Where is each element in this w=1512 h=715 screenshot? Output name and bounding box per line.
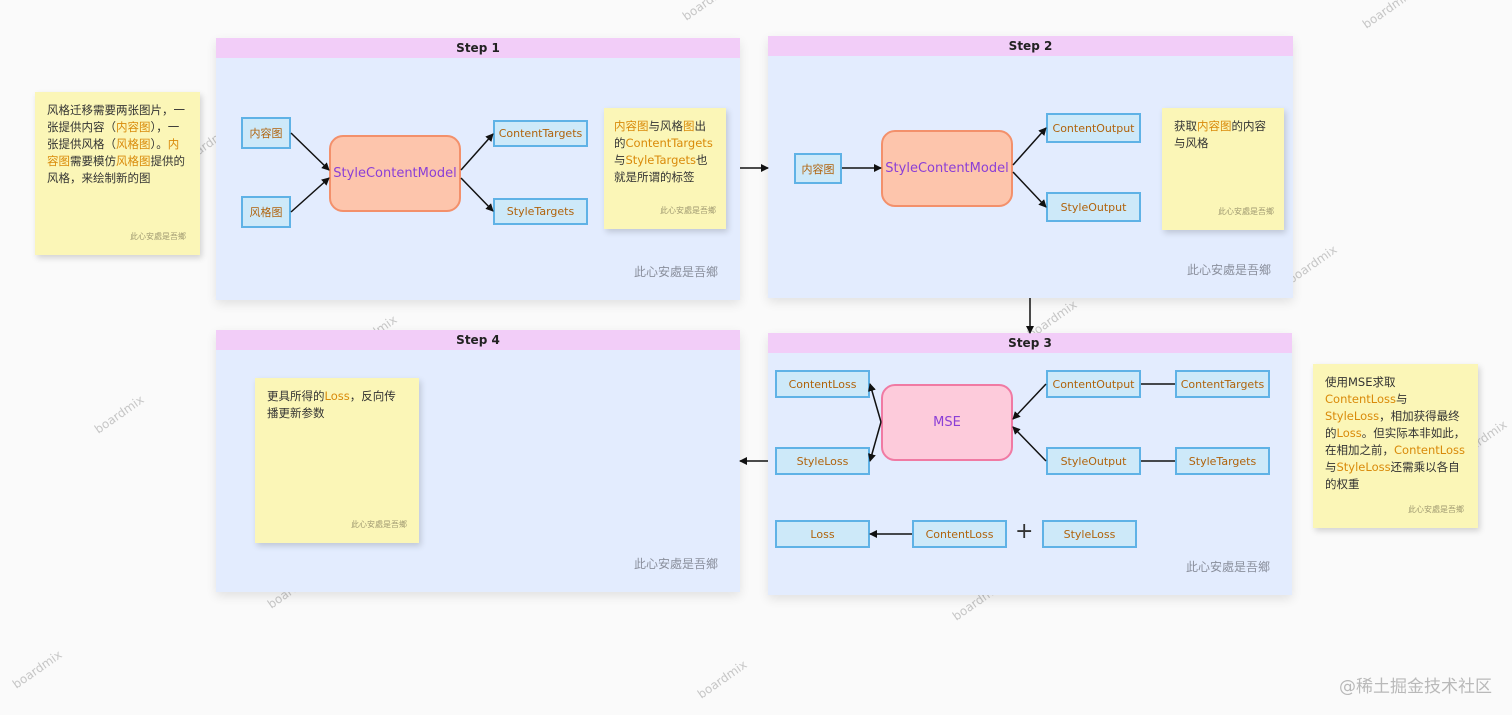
step3-content-targets[interactable]: ContentTargets xyxy=(1175,370,1270,398)
step1-style-targets[interactable]: StyleTargets xyxy=(493,198,588,225)
step3-style-loss-sum[interactable]: StyleLoss xyxy=(1042,520,1137,548)
step3-loss[interactable]: Loss xyxy=(775,520,870,548)
watermark: boardmix xyxy=(680,0,735,24)
step1-title: Step 1 xyxy=(216,38,740,58)
plus-sign: + xyxy=(1015,519,1034,544)
intro-sticky-note[interactable]: 风格迁移需要两张图片，一张提供内容（内容图），一张提供风格（风格图）。内容图需要… xyxy=(35,92,200,255)
brand-footer: @稀土掘金技术社区 xyxy=(1339,677,1492,697)
step1-content-image[interactable]: 内容图 xyxy=(241,117,291,149)
watermark: boardmix xyxy=(10,647,65,692)
sticky-signature: 此心安處是吾鄉 xyxy=(130,232,186,241)
step3-content-loss-sum[interactable]: ContentLoss xyxy=(912,520,1007,548)
step3-mse[interactable]: MSE xyxy=(881,384,1013,461)
step1-style-content-model[interactable]: StyleContentModel xyxy=(329,135,461,212)
step2-content-image[interactable]: 内容图 xyxy=(794,153,842,184)
step2-content-output[interactable]: ContentOutput xyxy=(1046,113,1141,143)
watermark: boardmix xyxy=(695,657,750,702)
sticky-signature: 此心安處是吾鄉 xyxy=(660,206,716,215)
sticky-signature: 此心安處是吾鄉 xyxy=(351,520,407,529)
watermark: boardmix xyxy=(1285,242,1340,287)
step3-content-loss[interactable]: ContentLoss xyxy=(775,370,870,398)
step1-note-text: 内容图与风格图出的ContentTargets与StyleTargets也就是所… xyxy=(614,119,713,184)
step4-title: Step 4 xyxy=(216,330,740,350)
frame-signature: 此心安處是吾鄉 xyxy=(633,265,718,279)
sticky-signature: 此心安處是吾鄉 xyxy=(1408,505,1464,514)
step2-title: Step 2 xyxy=(768,36,1293,56)
step3-style-output[interactable]: StyleOutput xyxy=(1046,447,1141,475)
watermark: boardmix xyxy=(1360,0,1415,32)
step1-content-targets[interactable]: ContentTargets xyxy=(493,120,588,147)
frame-signature: 此心安處是吾鄉 xyxy=(633,557,718,571)
step3-note-text: 使用MSE求取ContentLoss与StyleLoss，相加获得最终的Loss… xyxy=(1325,375,1466,491)
step2-frame[interactable]: Step 2 此心安處是吾鄉 xyxy=(768,36,1293,298)
step3-content-output[interactable]: ContentOutput xyxy=(1046,370,1141,398)
frame-signature: 此心安處是吾鄉 xyxy=(1186,263,1271,277)
step3-title: Step 3 xyxy=(768,333,1292,353)
step1-style-image[interactable]: 风格图 xyxy=(241,196,291,228)
step2-note-text: 获取内容图的内容与风格 xyxy=(1174,119,1266,150)
step3-style-loss[interactable]: StyleLoss xyxy=(775,447,870,475)
frame-signature: 此心安處是吾鄉 xyxy=(1185,560,1270,574)
intro-text: 风格迁移需要两张图片，一张提供内容（内容图），一张提供风格（风格图）。内容图需要… xyxy=(47,103,185,185)
step4-note-text: 更具所得的Loss，反向传播更新参数 xyxy=(267,389,396,420)
step1-sticky-note[interactable]: 内容图与风格图出的ContentTargets与StyleTargets也就是所… xyxy=(604,108,726,229)
watermark: boardmix xyxy=(92,392,147,437)
step3-sticky-note[interactable]: 使用MSE求取ContentLoss与StyleLoss，相加获得最终的Loss… xyxy=(1313,364,1478,528)
step2-sticky-note[interactable]: 获取内容图的内容与风格 此心安處是吾鄉 xyxy=(1162,108,1284,230)
sticky-signature: 此心安處是吾鄉 xyxy=(1218,207,1274,216)
step2-style-content-model[interactable]: StyleContentModel xyxy=(881,130,1013,207)
step2-style-output[interactable]: StyleOutput xyxy=(1046,192,1141,222)
step4-sticky-note[interactable]: 更具所得的Loss，反向传播更新参数 此心安處是吾鄉 xyxy=(255,378,419,543)
step3-style-targets[interactable]: StyleTargets xyxy=(1175,447,1270,475)
